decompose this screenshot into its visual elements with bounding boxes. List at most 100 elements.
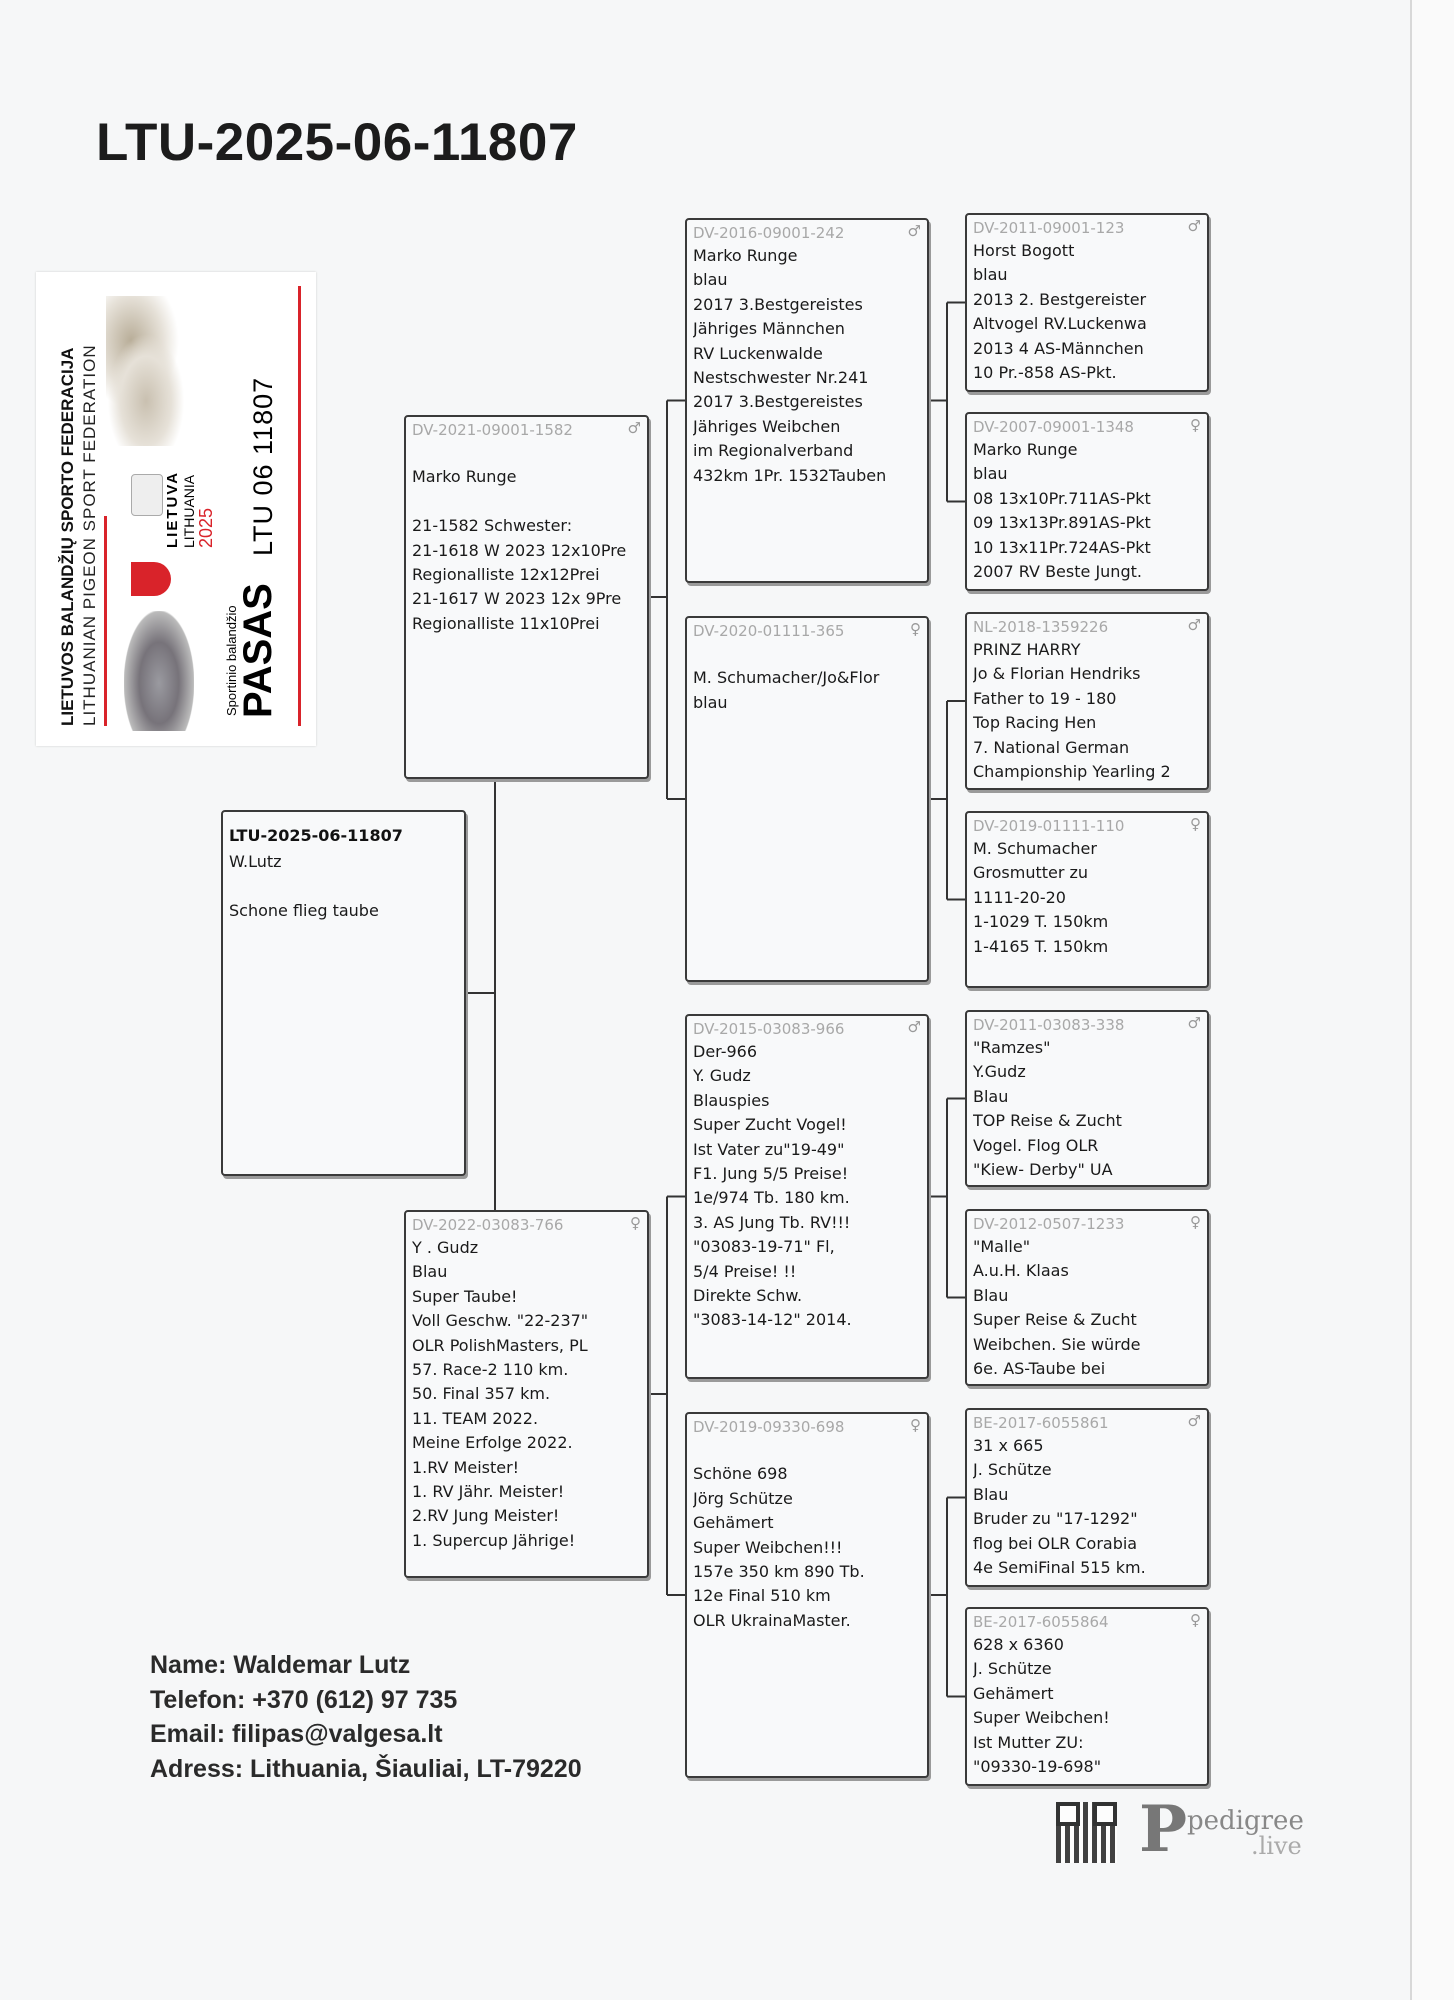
page-title: LTU-2025-06-11807: [96, 113, 578, 172]
pedigree-info-line: TOP Reise & Zucht: [973, 1111, 1122, 1131]
pedigree-info-line: Jo & Florian Hendriks: [973, 664, 1141, 684]
ring-number: DV-2019-01111-110: [973, 817, 1125, 835]
ring-number: DV-2011-09001-123: [973, 219, 1125, 237]
male-icon: ♂: [1187, 217, 1201, 235]
pedigree-info-line: 2017 3.Bestgereistes: [693, 392, 863, 412]
pedigree-info-line: 1. Supercup Jährige!: [412, 1530, 576, 1550]
pedigree-info-line: J. Schütze: [973, 1460, 1052, 1480]
parent-card[interactable]: DV-2021-09001-1582 ♂ Marko Runge 21-1582 Sc…: [404, 415, 649, 779]
pedigree-info-line: "Ramzes": [973, 1038, 1051, 1057]
female-icon: ♀: [910, 620, 921, 638]
pedigree-info-line: 10 Pr.-858 AS-Pkt.: [973, 362, 1117, 382]
ring-number: DV-2011-03083-338: [973, 1016, 1125, 1034]
pedigree-info-line: "09330-19-698": [973, 1756, 1102, 1776]
pedigree-info-line: J. Schütze: [973, 1659, 1052, 1679]
pedigree-info-line: 7. National German: [973, 737, 1130, 757]
owner-contact: Name: Waldemar Lutz Telefon: +370 (612) …: [150, 1648, 582, 1786]
logo-word: pedigree: [1187, 1806, 1304, 1836]
pedigree-info-line: 628 x 6360: [973, 1635, 1064, 1654]
pedigree-info-line: Regionalliste 12x12Prei: [412, 564, 600, 584]
ring-number: DV-2012-0507-1233: [973, 1215, 1125, 1233]
subject-note: Schone flieg taube: [229, 900, 379, 920]
pedigree-info-line: Super Weibchen!: [973, 1708, 1110, 1728]
contact-phone: Telefon: +370 (612) 97 735: [150, 1685, 458, 1714]
ring-number: DV-2021-09001-1582: [412, 421, 573, 439]
pedigree-info-line: 1111-20-20: [973, 887, 1066, 907]
pedigree-info-line: 5/4 Preise! !!: [693, 1261, 797, 1281]
page-edge: [1410, 0, 1454, 2000]
pedigree-info-line: Schöne 698: [693, 1464, 788, 1484]
subject-owner: W.Lutz: [229, 852, 282, 871]
pedigree-info-line: 2013 4 AS-Männchen: [973, 338, 1144, 358]
pedigree-info-line: Championship Yearling 2: [973, 761, 1171, 781]
pedigree-info-line: Vogel. Flog OLR: [973, 1135, 1099, 1155]
pigeon-passport-card: LIETUVOS BALANDŽIŲ SPORTO FEDERACIJA LIT…: [36, 272, 316, 746]
pedigree-info-line: "Malle": [973, 1237, 1031, 1256]
pedigree-info-line: "03083-19-71" Fl,: [693, 1237, 835, 1257]
pedigree-info-line: Y.Gudz: [973, 1062, 1026, 1082]
pedigree-info-line: 21-1617 W 2023 12x 9Pre: [412, 589, 622, 609]
pedigree-info-line: [412, 441, 641, 465]
pedigree-info-line: OLR PolishMasters, PL: [412, 1335, 588, 1355]
pedigree-info-line: blau: [693, 692, 728, 712]
pedigree-info-line: Blau: [412, 1262, 448, 1282]
ring-number: BE-2017-6055864: [973, 1613, 1109, 1631]
pedigree-info-line: "Kiew- Derby" UA: [973, 1159, 1113, 1179]
pedigree-info-line: 31 x 665: [973, 1436, 1044, 1455]
pedigree-info-line: 2017 3.Bestgereistes: [693, 294, 863, 314]
pedigree-info-line: PRINZ HARRY: [973, 640, 1081, 659]
pedigree-info-line: Marko Runge: [693, 246, 798, 265]
pedigree-info-line: 21-1582 Schwester:: [412, 516, 573, 536]
pedigree-info-line: F1. Jung 5/5 Preise!: [693, 1163, 849, 1183]
female-icon: ♀: [1190, 416, 1201, 434]
pedigree-info-line: blau: [973, 464, 1008, 484]
male-icon: ♂: [627, 419, 641, 437]
pedigree-info-line: im Regionalverband: [693, 441, 854, 461]
subject-line: [229, 874, 458, 898]
pedigree-info-line: Marko Runge: [973, 440, 1078, 459]
pedigree-live-logo: P pedigree .live: [1139, 1792, 1319, 1867]
pedigree-info-line: Marko Runge: [412, 467, 517, 487]
female-icon: ♀: [1190, 815, 1201, 833]
pedigree-info-line: Voll Geschw. "22-237": [412, 1311, 589, 1331]
pedigree-info-line: Y . Gudz: [412, 1238, 479, 1257]
ring-number: DV-2019-09330-698: [693, 1418, 845, 1436]
subject-pigeon-card[interactable]: LTU-2025-06-11807 W.Lutz Schone flieg ta…: [221, 810, 466, 1176]
pedigree-info-line: Jähriges Weibchen: [693, 416, 841, 436]
pedigree-info-line: 1-1029 T. 150km: [973, 912, 1109, 932]
qr-code[interactable]: [1056, 1802, 1117, 1863]
pedigree-info-line: Super Zucht Vogel!: [693, 1115, 847, 1135]
pedigree-info-line: Top Racing Hen: [973, 713, 1097, 733]
pedigree-info-line: 1. RV Jähr. Meister!: [412, 1481, 565, 1501]
pedigree-info-line: Altvogel RV.Luckenwa: [973, 314, 1147, 334]
logo-letter: P: [1139, 1792, 1188, 1867]
male-icon: ♂: [1187, 1412, 1201, 1430]
pedigree-info-line: 12e Final 510 km: [693, 1586, 831, 1606]
pedigree-info-line: Ist Vater zu"19-49": [693, 1139, 845, 1159]
pedigree-info-line: RV Luckenwalde: [693, 343, 823, 363]
contact-address: Adress: Lithuania, Šiauliai, LT-79220: [150, 1754, 582, 1783]
pedigree-info-line: Gehämert: [693, 1513, 774, 1533]
ring-number: NL-2018-1359226: [973, 618, 1109, 636]
pedigree-info-line: blau: [973, 265, 1008, 285]
pedigree-info-line: Der-966: [693, 1042, 758, 1061]
pedigree-info-line: 57. Race-2 110 km.: [412, 1359, 569, 1379]
pedigree-info-line: 10 13x11Pr.724AS-Pkt: [973, 537, 1151, 557]
pedigree-info-line: Weibchen. Sie würde: [973, 1334, 1141, 1354]
pedigree-info-line: M. Schumacher: [973, 839, 1097, 858]
pedigree-info-line: Ist Mutter ZU:: [973, 1732, 1084, 1752]
